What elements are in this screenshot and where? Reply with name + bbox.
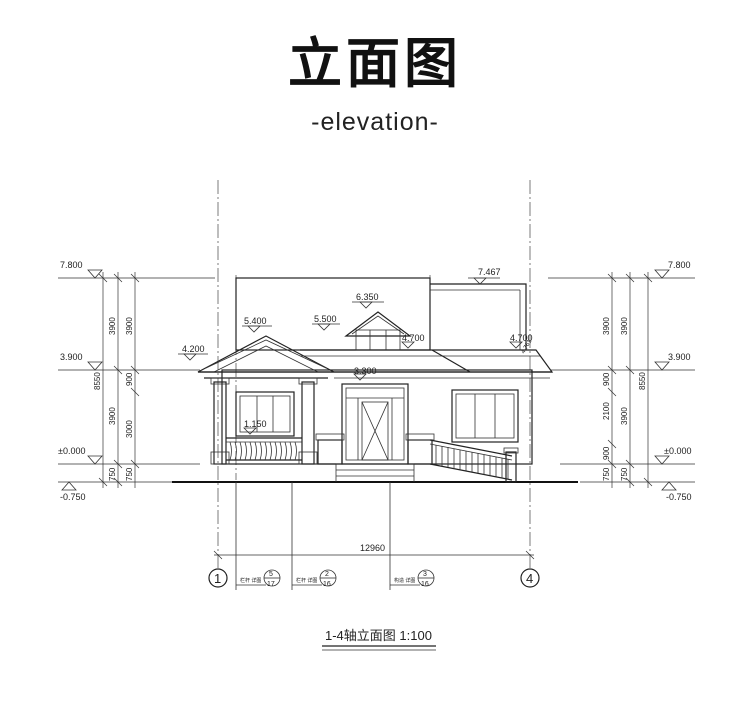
detail-ref-2-num: 2 [325, 571, 329, 578]
detail-ref-3 [390, 569, 435, 587]
mark-1150: 1.150 [244, 419, 267, 429]
axis-label-4: 4 [526, 571, 533, 586]
axis-bubble-4 [520, 568, 540, 588]
mark-4700a: 4.700 [402, 333, 425, 343]
dim-left-3900c: 3900 [108, 407, 117, 425]
overall-width-dim: 12960 [360, 543, 385, 553]
right-dimension-lines [607, 272, 653, 488]
dim-right-750a: 750 [602, 467, 611, 481]
mark-4200: 4.200 [182, 344, 205, 354]
detail-ref-2 [292, 569, 337, 587]
dim-right-750b: 750 [620, 467, 629, 481]
detail-ref-2-sheet: 16 [323, 581, 331, 588]
dim-left-3900a: 3900 [108, 317, 117, 335]
mark-7467: 7.467 [478, 267, 501, 277]
detail-ref-1 [236, 569, 281, 587]
page-title: 立面图 [288, 31, 462, 95]
dim-right-900b: 900 [602, 446, 611, 460]
detail-ref-3-num: 3 [423, 571, 427, 578]
left-dimension-lines [98, 272, 140, 488]
detail-ref-2-label: 栏杆 详图 [296, 577, 317, 584]
dim-left-3000: 3000 [125, 420, 134, 438]
detail-ref-1-label: 栏杆 详图 [240, 577, 261, 584]
level-left-neg750: -0.750 [60, 492, 86, 502]
level-right-neg750: -0.750 [666, 492, 692, 502]
level-right-0000: ±0.000 [664, 446, 691, 456]
dim-left-750a: 750 [108, 467, 117, 481]
detail-ref-1-num: 5 [269, 571, 273, 578]
detail-ref-1-sheet: 17 [267, 581, 275, 588]
bottom-dimension [213, 482, 535, 590]
axis-bubble-1 [208, 568, 228, 588]
level-left-7800: 7.800 [60, 260, 83, 270]
dim-left-3900b: 3900 [125, 317, 134, 335]
right-level-lines [548, 269, 695, 491]
dim-right-900a: 900 [602, 372, 611, 386]
dim-right-8550: 8550 [638, 372, 647, 390]
mark-4700b: 4.700 [510, 333, 533, 343]
detail-ref-3-sheet: 16 [421, 581, 429, 588]
level-left-3900: 3.900 [60, 352, 83, 362]
elevation-markers [178, 277, 523, 435]
dim-right-2100: 2100 [602, 402, 611, 420]
dim-right-3900c: 3900 [620, 407, 629, 425]
house-elevation [197, 277, 554, 483]
dim-left-900: 900 [125, 372, 134, 386]
level-left-0000: ±0.000 [58, 446, 85, 456]
mark-6350: 6.350 [356, 292, 379, 302]
level-right-3900: 3.900 [668, 352, 691, 362]
left-level-lines [58, 269, 215, 491]
drawing-caption: 1-4轴立面图 1:100 [325, 628, 432, 643]
mark-5500: 5.500 [314, 314, 337, 324]
dim-right-3900a: 3900 [602, 317, 611, 335]
dim-left-8550: 8550 [93, 372, 102, 390]
level-right-7800: 7.800 [668, 260, 691, 270]
mark-3300: 3.300 [354, 366, 377, 376]
dim-left-750b: 750 [125, 467, 134, 481]
mark-5400: 5.400 [244, 316, 267, 326]
detail-ref-3-label: 构造 详图 [394, 577, 415, 584]
page-subtitle: -elevation- [311, 108, 439, 136]
dim-right-3900b: 3900 [620, 317, 629, 335]
axis-label-1: 1 [214, 571, 221, 586]
